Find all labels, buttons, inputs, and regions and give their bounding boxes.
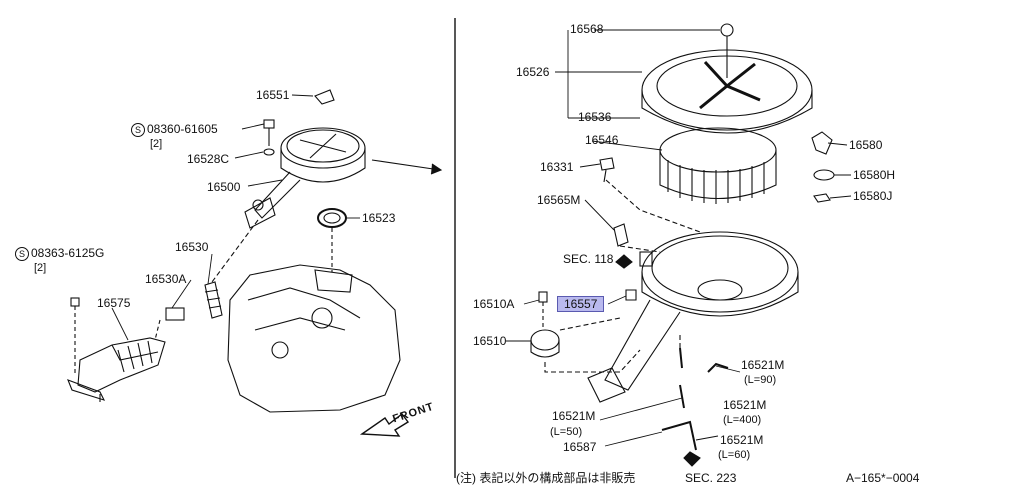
label-16331[interactable]: 16331 (540, 160, 574, 174)
label-16557-highlighted[interactable]: 16557 (556, 296, 605, 312)
label-16526[interactable]: 16526 (516, 65, 550, 79)
label-16546[interactable]: 16546 (585, 133, 619, 147)
label-16523[interactable]: 16523 (362, 211, 396, 225)
front-arrow (359, 413, 410, 437)
label-16528C[interactable]: 16528C (187, 152, 230, 166)
circled-s-icon: S (131, 122, 145, 137)
label-16530A[interactable]: 16530A (145, 272, 187, 286)
label-16536[interactable]: 16536 (578, 110, 612, 124)
label-16580J[interactable]: 16580J (853, 189, 893, 203)
label-16521M-d-length: (L=60) (718, 449, 751, 461)
label-16587[interactable]: 16587 (563, 440, 597, 454)
label-16521M-c-length: (L=50) (550, 426, 583, 438)
part-16557 (625, 289, 637, 301)
hose-16521M-b (707, 362, 729, 373)
part-16331 (599, 157, 615, 171)
air-cleaner-housing (587, 231, 799, 403)
label-sec-118[interactable]: SEC. 118 (563, 252, 614, 266)
footer-note: (注) 表記以外の構成部品は非販売 (456, 471, 636, 485)
sec118-pointer (615, 254, 633, 269)
label-08363-text: 08363-6125G (31, 246, 105, 260)
bolt-08360 (263, 119, 275, 156)
label-16521M-b-length: (L=400) (723, 414, 762, 426)
hose-16521M-a (679, 347, 683, 369)
clip-16551 (314, 89, 335, 105)
bolt-08363 (70, 297, 80, 307)
duct-16575 (67, 337, 166, 402)
air-filter-16546 (659, 127, 777, 204)
label-08363-qty: [2] (34, 262, 47, 274)
bolt-16510A (538, 291, 548, 303)
part-16565M (613, 223, 629, 247)
part-16580H (813, 169, 835, 181)
clip-16530A (165, 307, 185, 321)
label-16580[interactable]: 16580 (849, 138, 883, 152)
footer-sec-223[interactable]: SEC. 223 (685, 471, 737, 485)
label-16521M-d[interactable]: 16521M (720, 433, 764, 447)
label-08360-qty: [2] (150, 138, 163, 150)
engine-block (227, 228, 401, 413)
label-16500[interactable]: 16500 (207, 180, 241, 194)
label-16521M-b[interactable]: 16521M (723, 398, 767, 412)
ring-16523 (317, 208, 347, 228)
hose-16521M-d (661, 420, 697, 451)
label-16565M[interactable]: 16565M (537, 193, 581, 207)
air-cleaner-cover (641, 23, 813, 134)
label-16530[interactable]: 16530 (175, 240, 209, 254)
footer-diagram-code: A−165*−0004 (846, 471, 920, 485)
label-16551[interactable]: 16551 (256, 88, 290, 102)
circled-s-icon: S (15, 246, 29, 261)
label-16521M-c[interactable]: 16521M (552, 409, 596, 423)
label-16510A[interactable]: 16510A (473, 297, 515, 311)
label-16568[interactable]: 16568 (570, 22, 604, 36)
label-08360-text: 08360-61605 (147, 122, 218, 136)
label-16521M-a-length: (L=90) (744, 374, 777, 386)
part-16580 (811, 131, 833, 155)
label-16510[interactable]: 16510 (473, 334, 507, 348)
air-cleaner-small (244, 127, 366, 229)
hose-16530 (204, 281, 223, 319)
part-16580J (813, 193, 831, 203)
hose-16521M-c (679, 384, 685, 409)
label-16521M-a[interactable]: 16521M (741, 358, 785, 372)
leader-lines (111, 29, 852, 447)
label-16575[interactable]: 16575 (97, 296, 131, 310)
vacuum-motor-16510 (530, 329, 560, 358)
label-16580H[interactable]: 16580H (853, 168, 896, 182)
